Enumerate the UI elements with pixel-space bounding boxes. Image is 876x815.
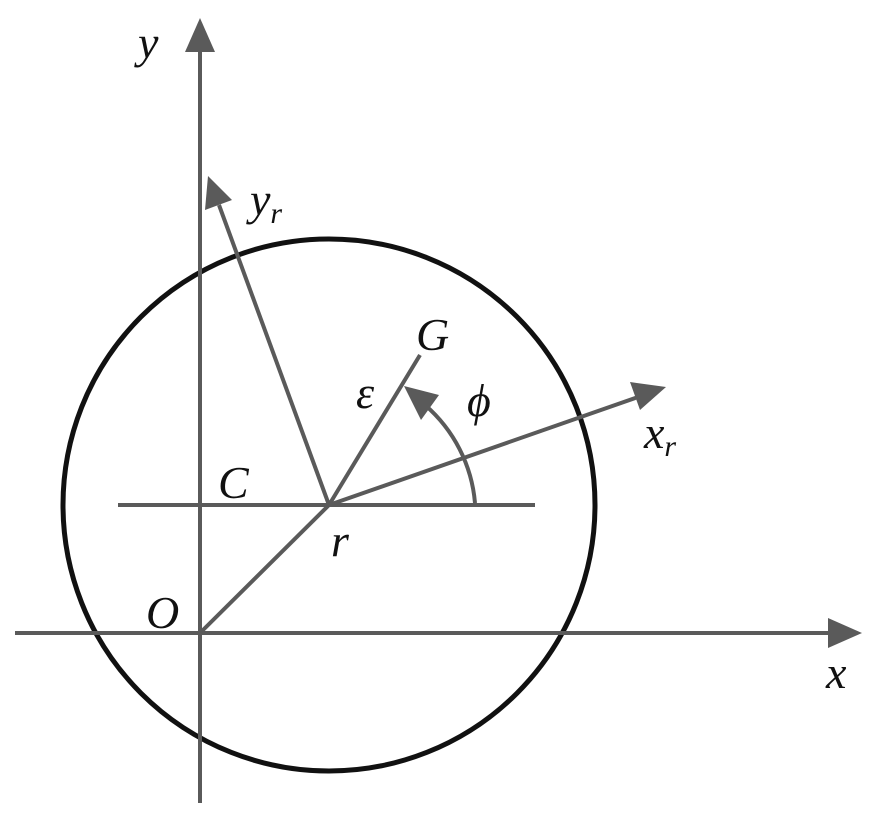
xr-axis-label-base: x xyxy=(643,407,665,458)
angle-arc-arrowhead xyxy=(404,386,439,420)
yr-axis-label-base: y xyxy=(246,174,271,225)
yr-axis-label: yr xyxy=(246,174,282,230)
x-axis-label: x xyxy=(825,647,847,698)
xr-axis-label: xr xyxy=(643,407,676,463)
y-axis-arrowhead xyxy=(185,18,215,52)
origin-label: O xyxy=(146,587,179,638)
yr-axis-label-sub: r xyxy=(270,197,282,230)
x-axis-arrowhead xyxy=(828,618,862,648)
xr-axis-line xyxy=(328,395,639,507)
angle-label: ϕ xyxy=(467,375,491,426)
y-axis-label: y xyxy=(134,17,159,68)
position-vector-line xyxy=(198,503,331,635)
angle-arc xyxy=(423,403,477,504)
xr-axis-label-sub: r xyxy=(664,430,676,463)
rotor-circle xyxy=(60,236,598,774)
center-label: C xyxy=(218,457,250,508)
radius-label: r xyxy=(331,515,350,566)
eccentricity-label: ε xyxy=(356,367,375,418)
mass-center-label: G xyxy=(416,309,449,360)
eccentricity-line xyxy=(327,353,422,507)
xr-axis-arrowhead xyxy=(630,382,666,410)
yr-axis-arrowhead xyxy=(205,176,232,210)
yr-axis-line xyxy=(217,204,331,506)
